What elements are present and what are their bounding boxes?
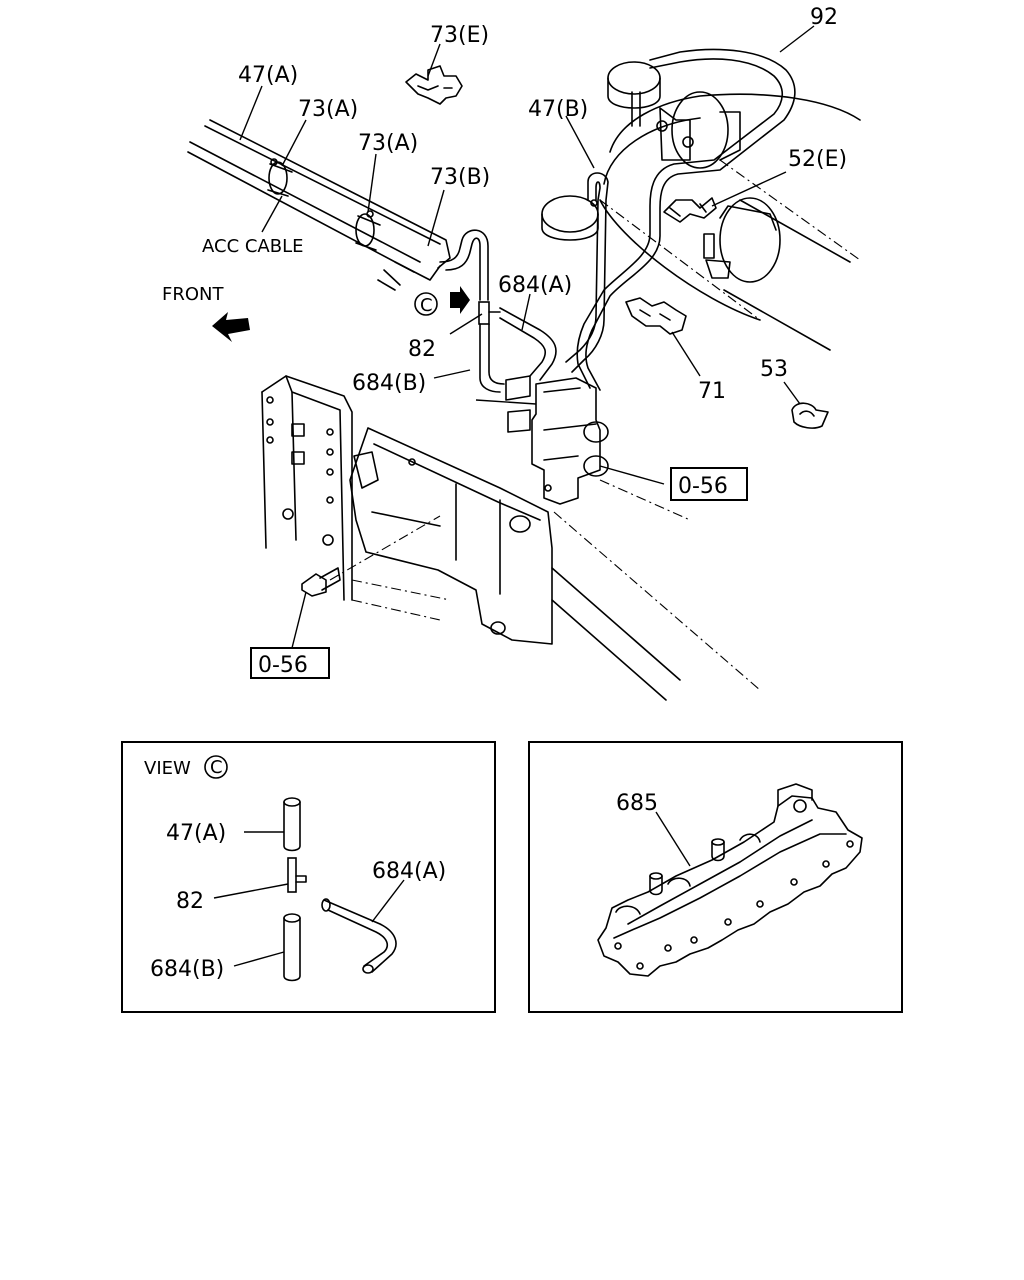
frame-member [261, 375, 353, 601]
inset-callout-82: 82 [176, 889, 204, 914]
inset-tee-82 [287, 857, 307, 893]
inset-view-title: VIEW [144, 758, 191, 779]
tee-fitting-82 [478, 301, 501, 325]
callout-684a: 684(A) [498, 273, 572, 298]
hose-684a [499, 307, 557, 381]
clip-71 [625, 297, 687, 335]
callout-684b: 684(B) [352, 371, 426, 396]
acc-cable-label: ACC CABLE [202, 236, 304, 257]
ref-box-right: 0-56 [670, 467, 748, 501]
callout-73e: 73(E) [430, 23, 489, 48]
inset-callout-684b: 684(B) [150, 957, 224, 982]
ref-label-right: 0-56 [678, 474, 728, 499]
vacuum-actuator [541, 195, 599, 241]
ref-box-left: 0-56 [250, 647, 330, 679]
clip-73e [405, 65, 463, 105]
accelerator-pipe-47a [187, 119, 451, 291]
hose-47b [565, 172, 609, 373]
view-c-letter: C [420, 295, 433, 316]
hose-92 [576, 48, 796, 391]
inset-hose-684a [321, 898, 397, 974]
callout-52e: 52(E) [788, 147, 847, 172]
front-arrow [212, 312, 250, 342]
leader-lines [239, 25, 815, 649]
callout-53: 53 [760, 357, 788, 382]
inset-callout-47a: 47(A) [166, 821, 226, 846]
view-c-marker [414, 286, 470, 316]
clip-53 [791, 402, 829, 429]
callout-47a: 47(A) [238, 63, 298, 88]
cross-members [329, 479, 761, 701]
main-assembly: 92 73(E) 47(A) 73(A) 73(A) 73(B) 47(B) 5… [162, 5, 861, 701]
inset-tube-684b [283, 913, 301, 982]
callout-82: 82 [408, 337, 436, 362]
callout-71: 71 [698, 379, 726, 404]
callout-73a-1: 73(A) [298, 97, 358, 122]
ref-label-left: 0-56 [258, 653, 308, 678]
vacuum-hose [439, 229, 489, 301]
hose-684b [479, 323, 505, 393]
callout-685: 685 [616, 791, 658, 816]
callout-47b: 47(B) [528, 97, 588, 122]
callout-92: 92 [810, 5, 838, 30]
callout-73b: 73(B) [430, 165, 490, 190]
inset-callout-684a: 684(A) [372, 859, 446, 884]
inset-tube-47a [283, 797, 301, 852]
intake-manifold-685 [597, 783, 863, 977]
clamp-73a-2 [355, 210, 381, 251]
inset-part-685: 685 [528, 741, 903, 1013]
vacuum-valve [505, 375, 609, 505]
exhaust-housing [599, 61, 861, 321]
mounting-bracket [349, 427, 553, 645]
exhaust-pipe [703, 197, 851, 351]
front-label: FRONT [162, 284, 224, 305]
inset-view-letter: C [210, 757, 223, 778]
inset-view-c: VIEW C 47(A) 82 684(B) [121, 741, 496, 1013]
clamp-73a-1 [267, 158, 293, 197]
callout-73a-2: 73(A) [358, 131, 418, 156]
bolt [301, 567, 341, 597]
clip-52e [663, 197, 717, 223]
